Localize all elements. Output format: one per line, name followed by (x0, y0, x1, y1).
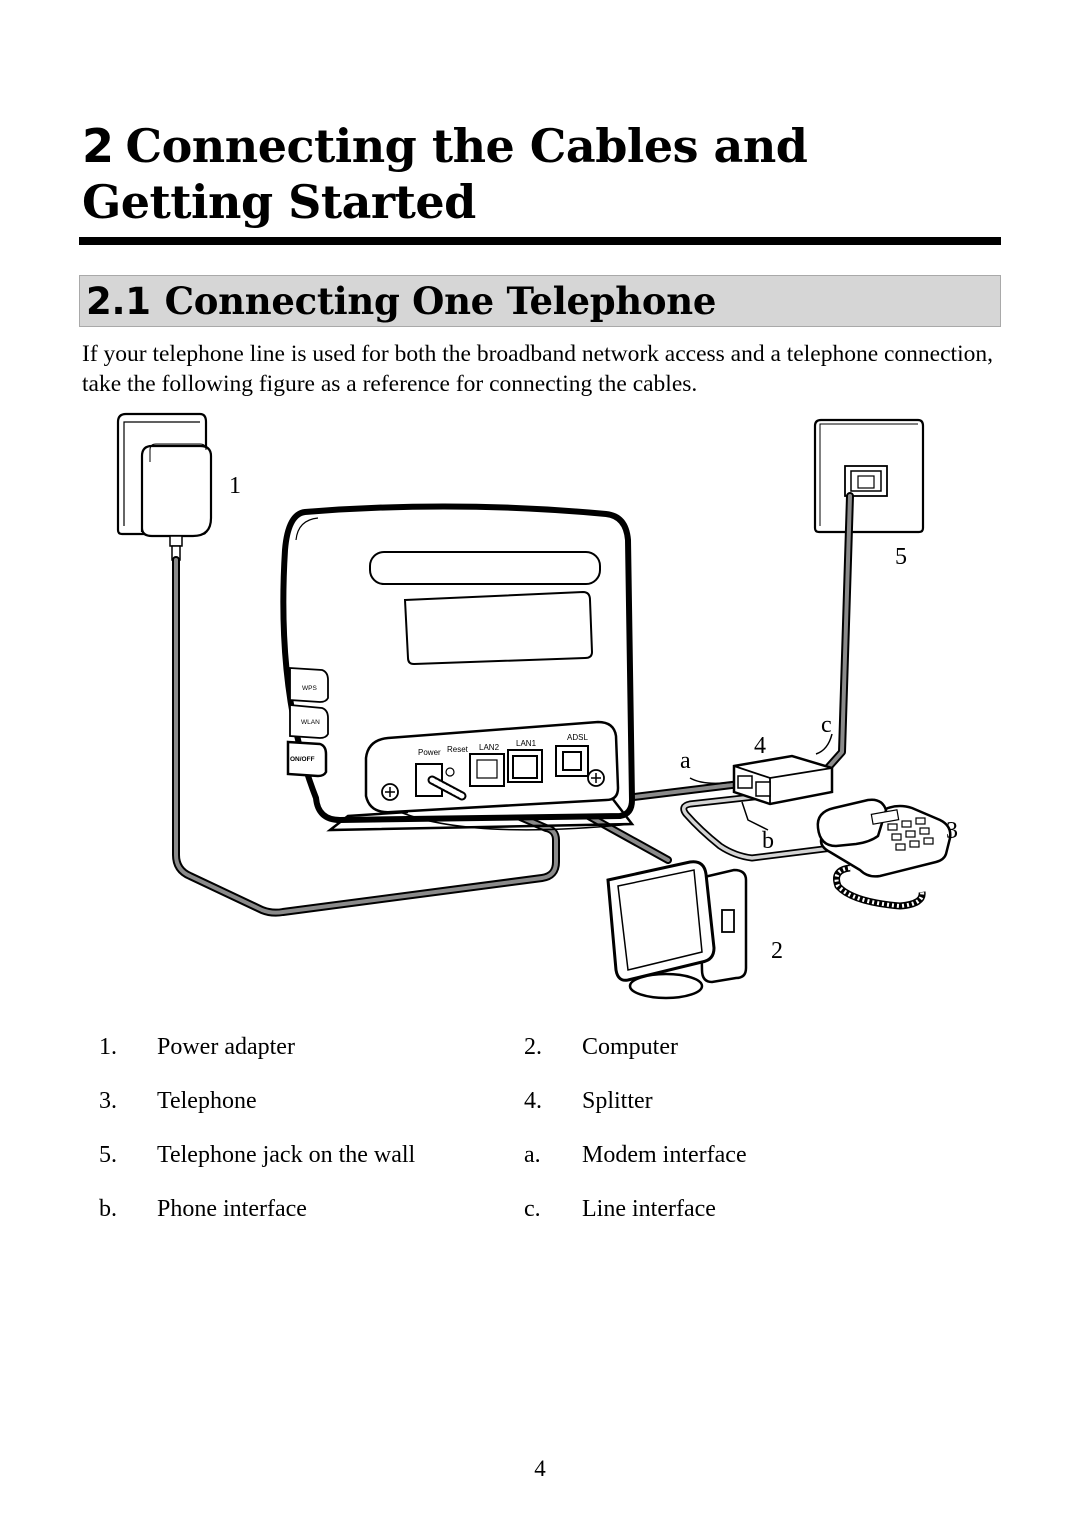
legend-key: 5. (99, 1142, 117, 1168)
chapter-number: 2 (82, 119, 114, 173)
connection-diagram: WPS WLAN ON/OFF Power Reset LAN2 LAN1 AD… (116, 412, 958, 1000)
wps-label: WPS (302, 685, 317, 692)
section-title-text: Connecting One Telephone (164, 279, 717, 323)
legend-label: Telephone jack on the wall (157, 1142, 416, 1168)
callout-b: b (762, 828, 774, 854)
chapter-divider (79, 237, 1001, 245)
legend-label: Modem interface (582, 1142, 747, 1168)
legend-label: Splitter (582, 1088, 653, 1114)
power-port-label: Power (418, 748, 441, 757)
legend-label: Computer (582, 1034, 678, 1060)
power-adapter (116, 412, 213, 561)
callout-5: 5 (895, 544, 907, 570)
callout-a: a (680, 748, 691, 774)
wall-jack (813, 418, 925, 534)
legend-key: b. (99, 1196, 117, 1222)
intro-paragraph: If your telephone line is used for both … (82, 341, 993, 397)
callout-1: 1 (229, 473, 241, 499)
legend-label: Phone interface (157, 1196, 307, 1222)
figure-legend: 1. Power adapter 2. Computer 3. Telephon… (0, 1028, 1080, 1258)
chapter-title-text: Connecting the Cables and Getting Starte… (82, 119, 808, 229)
adsl-label: ADSL (567, 733, 588, 742)
splitter (689, 733, 834, 831)
legend-key: c. (524, 1196, 541, 1222)
callout-4: 4 (754, 733, 766, 759)
telephone (816, 798, 952, 910)
legend-label: Power adapter (157, 1034, 295, 1060)
section-heading-bar (79, 275, 1001, 327)
callout-c: c (821, 712, 832, 738)
legend-label: Telephone (157, 1088, 257, 1114)
page-number: 4 (534, 1456, 546, 1481)
connection-figure: WPS WLAN ON/OFF Power Reset LAN2 LAN1 AD… (0, 400, 1080, 1020)
lan2-label: LAN2 (479, 743, 500, 752)
legend-key: 4. (524, 1088, 542, 1114)
lan1-label: LAN1 (516, 739, 537, 748)
legend-label: Line interface (582, 1196, 716, 1222)
legend-key: 2. (524, 1034, 542, 1060)
section-title: 2.1 Connecting One Telephone (86, 278, 716, 325)
wlan-label: WLAN (301, 719, 320, 726)
legend-key: a. (524, 1142, 541, 1168)
reset-label: Reset (447, 745, 469, 754)
onoff-label: ON/OFF (290, 756, 315, 763)
callout-2: 2 (771, 938, 783, 964)
section-number: 2.1 (86, 280, 151, 323)
legend-key: 1. (99, 1034, 117, 1060)
legend-key: 3. (99, 1088, 117, 1114)
callout-3: 3 (946, 818, 958, 844)
computer (606, 860, 748, 1000)
router: WPS WLAN ON/OFF Power Reset LAN2 LAN1 AD… (280, 503, 636, 832)
